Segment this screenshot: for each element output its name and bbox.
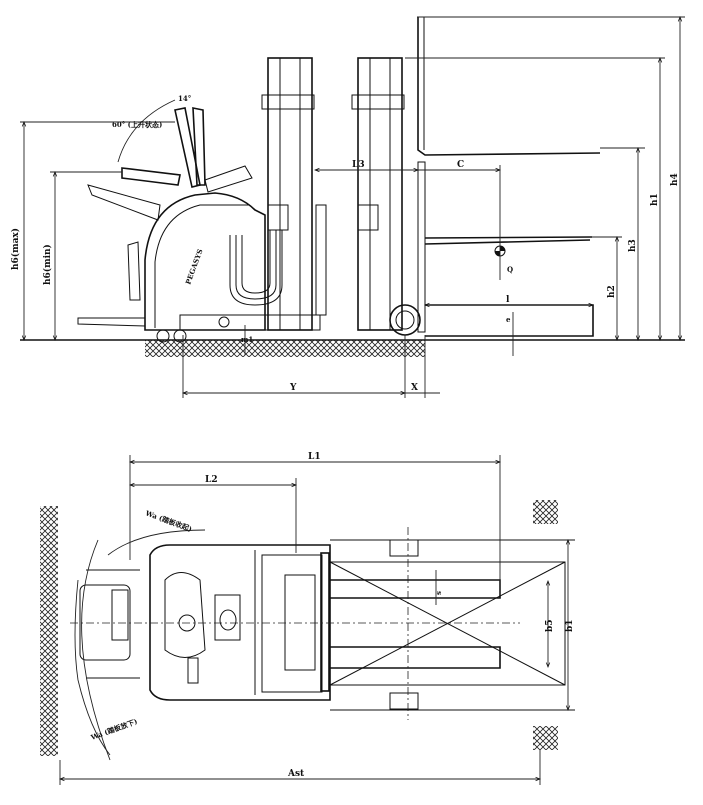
- h1-label: h1: [650, 193, 660, 206]
- side-view: PEGASYS 14° 60° (上升状态): [10, 17, 685, 398]
- h6-min-label: h6(min): [42, 244, 53, 285]
- forks: [417, 17, 601, 337]
- top-view: L1 L2 Wa (踏板收起) Wa (踏板放下) s b5 b1 Ast: [40, 452, 575, 785]
- angle-60-label: 60° (上升状态): [112, 120, 162, 129]
- h4-label: h4: [670, 173, 680, 186]
- truck-top: [79, 544, 331, 701]
- front-wheel: [389, 304, 421, 336]
- h6-max-label: h6(max): [10, 228, 21, 270]
- C-label: C: [457, 160, 464, 170]
- tiller-handle: [117, 99, 253, 193]
- s-label: s: [434, 591, 443, 595]
- h3-label: h3: [628, 239, 638, 252]
- platform-step: [77, 317, 146, 327]
- pillar-top: [533, 500, 558, 524]
- hose-loop: [229, 230, 283, 306]
- armrest: [87, 184, 161, 221]
- rear-wheel: [156, 329, 170, 343]
- b5-label: b5: [545, 619, 555, 632]
- floor-hatch: [145, 340, 425, 357]
- wa-up-label: Wa (踏板收起): [143, 508, 193, 534]
- e-label: e: [506, 315, 511, 324]
- L2-label: L2: [205, 475, 218, 485]
- L3-label: L3: [352, 160, 365, 170]
- wall-hatch: [40, 506, 58, 756]
- h2-label: h2: [607, 285, 617, 298]
- load-pallet: [329, 539, 575, 711]
- truck-body: PEGASYS: [77, 184, 321, 343]
- pillar-bottom: [533, 726, 558, 750]
- L1-label: L1: [308, 452, 321, 462]
- Ast-label: Ast: [287, 769, 305, 779]
- top-dimensions: [60, 455, 568, 785]
- brand-logo-text: PEGASYS: [183, 248, 204, 286]
- X-label: X: [411, 383, 418, 393]
- Q-label: Q: [507, 265, 513, 274]
- mast-extended: [315, 57, 405, 331]
- angle-14-label: 14°: [178, 94, 191, 103]
- l-label: l: [506, 295, 510, 305]
- mast-lowered: [261, 57, 315, 331]
- m1-label: m1: [241, 335, 253, 344]
- Y-label: Y: [289, 383, 297, 393]
- side-dimensions: [20, 17, 685, 398]
- b1-label: b1: [565, 619, 575, 632]
